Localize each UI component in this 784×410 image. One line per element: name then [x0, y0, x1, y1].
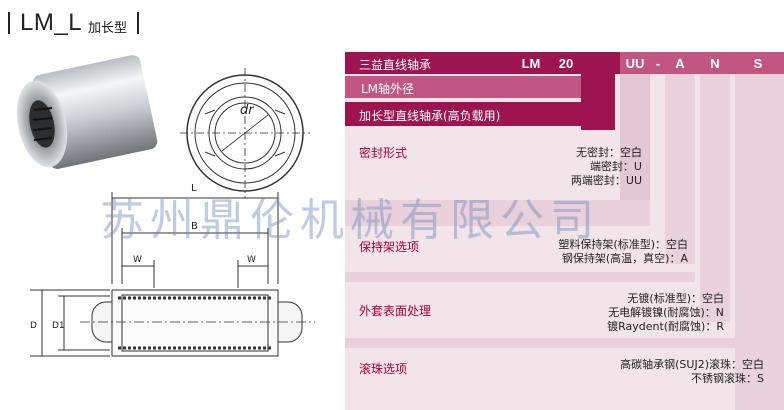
label-dr: dr: [240, 103, 255, 118]
column-s: [735, 52, 784, 410]
separator-surface: [345, 338, 735, 348]
surface-option-none: 无镀(标准型)：空白: [627, 292, 724, 305]
code-dash: -: [655, 56, 661, 71]
bore-label: LM轴外径: [361, 82, 415, 96]
seal-title: 密封形式: [359, 146, 408, 160]
column-uu: [620, 52, 650, 210]
type-label: 加长型直线轴承(高负载用): [359, 109, 501, 123]
model-title: LM_L: [20, 9, 83, 36]
column-a: [665, 52, 695, 264]
label-L: L: [191, 183, 197, 194]
seal-options: 无密封：空白 端密封：U 两端密封：UU: [571, 146, 642, 188]
surface-title: 外套表面处理: [359, 304, 432, 318]
label-W-right: W: [247, 255, 256, 265]
ball-options: 高碳轴承钢(SUJ2)滚珠：空白 不锈钢滚珠：S: [620, 358, 764, 386]
surface-option-raydent: 镀Raydent(耐腐蚀)：R: [607, 320, 724, 333]
code-row-light: [620, 52, 784, 74]
bearing-photo: [16, 55, 158, 169]
seal-option-double: 两端密封：UU: [570, 174, 642, 187]
code-row-title: 三益直线轴承: [359, 58, 432, 72]
model-code-panel: 三益直线轴承 LM 20 L UU - A N S LM轴外径 加长型直线轴承(…: [345, 52, 784, 410]
retainer-title: 保持架选项: [359, 240, 420, 254]
label-D1: D1: [52, 321, 65, 331]
label-B: B: [191, 221, 198, 232]
header-divider-left: [8, 12, 10, 34]
code-s: S: [753, 56, 763, 71]
retainer-option-plastic: 塑料保持架(标准型)：空白: [558, 238, 688, 251]
ball-title: 滚珠选项: [359, 362, 408, 376]
header-divider-right: [137, 12, 140, 34]
code-n: N: [710, 56, 720, 71]
separator-retainer: [345, 272, 695, 282]
retainer-options: 塑料保持架(标准型)：空白 钢保持架(高温，真空)：A: [558, 238, 688, 266]
code-a: A: [675, 56, 685, 71]
seal-option-single: 端密封：U: [589, 160, 642, 173]
code-20: 20: [558, 56, 574, 71]
separator-seal: [345, 200, 650, 226]
code-lm: LM: [521, 56, 541, 71]
label-D: D: [30, 321, 37, 331]
ball-option-stainless: 不锈钢滚珠：S: [691, 372, 764, 385]
code-uu: UU: [625, 56, 645, 71]
page-header: LM_L 加长型: [8, 8, 140, 38]
ball-option-suj2: 高碳轴承钢(SUJ2)滚珠：空白: [620, 358, 764, 371]
column-n: [700, 52, 730, 322]
seal-option-none: 无密封：空白: [576, 146, 642, 159]
bearing-drawings: dr L B W W D D1: [16, 55, 315, 357]
end-view: [180, 68, 310, 198]
section-view: [30, 192, 315, 357]
surface-option-nickel: 无电解镀镍(耐腐蚀)：N: [608, 306, 724, 319]
bore-row-bar: [345, 76, 581, 98]
model-subtitle: 加长型: [88, 20, 128, 36]
retainer-option-steel: 钢保持架(高温，真空)：A: [561, 252, 688, 265]
type-row-bar: [345, 102, 615, 126]
label-W-left: W: [133, 255, 142, 265]
surface-options: 无镀(标准型)：空白 无电解镀镍(耐腐蚀)：N 镀Raydent(耐腐蚀)：R: [607, 292, 724, 334]
